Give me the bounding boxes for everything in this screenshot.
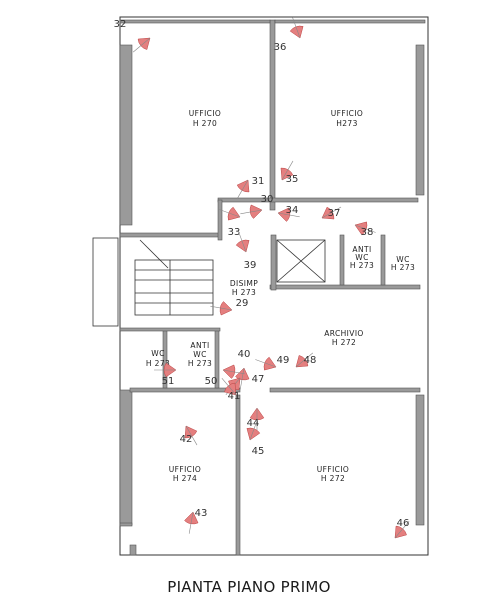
photo-marker-number: 44 [247,418,260,429]
photo-marker-number: 30 [261,194,274,205]
photo-marker-line [277,212,300,218]
photo-marker-number: 45 [252,446,265,457]
photo-marker-line [394,520,410,539]
photo-marker-line [238,231,247,253]
photo-markers: 32 36 31 35 30 34 33 37 38 39 29 40 49 48 51 50 47 41 44 42… [114,17,410,539]
photo-marker-line [354,224,376,233]
plan-caption: PIANTA PIANO PRIMO [167,578,331,596]
photo-marker-line [132,37,151,53]
photo-marker-number: 48 [304,355,317,366]
photo-marker-number: 42 [180,434,193,445]
photo-marker-wedge [227,206,241,221]
room-disimp: DISIMP [230,279,258,288]
svg-text:WC: WC [193,350,206,359]
svg-text:H 270: H 270 [193,119,217,128]
photo-marker-number: 51 [162,376,175,387]
svg-text:H 273: H 273 [146,359,170,368]
photo-marker-line [236,179,249,200]
lift-shaft [276,239,326,283]
svg-text:H 272: H 272 [321,474,345,483]
photo-marker-number: 33 [228,227,241,238]
photo-marker-wedge [289,25,304,39]
photo-marker-number: 43 [195,508,208,519]
photo-marker-line [292,17,301,39]
photo-marker-number: 32 [114,19,127,30]
photo-marker-number: 37 [328,208,341,219]
photo-marker-number: 39 [244,260,257,271]
svg-text:H 274: H 274 [173,474,197,483]
photo-marker-line [281,160,294,181]
svg-text:WC: WC [355,253,368,262]
room-anti-w: ANTI [190,341,209,350]
room-wc-w: WC [151,349,164,358]
photo-marker-line [219,209,241,218]
photo-marker-number: 35 [286,174,299,185]
photo-marker-line [188,511,194,534]
photo-marker-wedge [263,356,277,371]
photo-marker-number: 36 [274,42,287,53]
stairs [92,237,214,327]
building-outline [119,16,429,556]
photo-marker-line [221,377,237,396]
photo-marker-line [240,209,263,215]
photo-marker-number: 40 [238,349,251,360]
floor-plan: UFFICIO H 270 UFFICIO H273 DISIMP H 273 … [92,16,429,556]
photo-marker-line [295,352,314,368]
room-ufficio-ne: UFFICIO [331,109,363,118]
svg-text:H 272: H 272 [332,338,356,347]
photo-marker-wedge [235,239,250,253]
photo-marker-number: 38 [361,227,374,238]
photo-marker-line [185,425,198,446]
svg-text:H 273: H 273 [232,288,256,297]
photo-marker-number: 34 [286,205,299,216]
photo-marker-line [239,367,245,390]
photo-marker-number: 46 [397,518,410,529]
photo-marker-line [255,359,277,368]
photo-marker-line [222,369,245,375]
photo-marker-line [210,305,233,311]
room-ufficio-nw: UFFICIO [189,109,221,118]
room-wc-ne: WC [396,255,409,264]
svg-text:H273: H273 [336,119,358,128]
photo-marker-wedge [246,427,261,441]
photo-marker-number: 29 [236,298,249,309]
photo-marker-number: 41 [228,391,241,402]
svg-text:H 273: H 273 [350,261,374,270]
photo-marker-number: 31 [252,176,265,187]
room-ufficio-se: UFFICIO [317,465,349,474]
photo-marker-line [321,206,342,219]
photo-marker-number: 47 [252,374,265,385]
svg-text:H 273: H 273 [391,263,415,272]
walls [119,19,426,556]
room-archivio: ARCHIVIO [324,329,364,338]
photo-marker-number: 49 [277,355,290,366]
svg-text:H 273: H 273 [188,359,212,368]
room-anti-ne: ANTI [352,245,371,254]
photo-marker-number: 50 [205,376,218,387]
room-ufficio-sw: UFFICIO [169,465,201,474]
photo-marker-line [249,419,258,441]
room-labels: UFFICIO H 270 UFFICIO H273 DISIMP H 273 … [146,109,415,483]
